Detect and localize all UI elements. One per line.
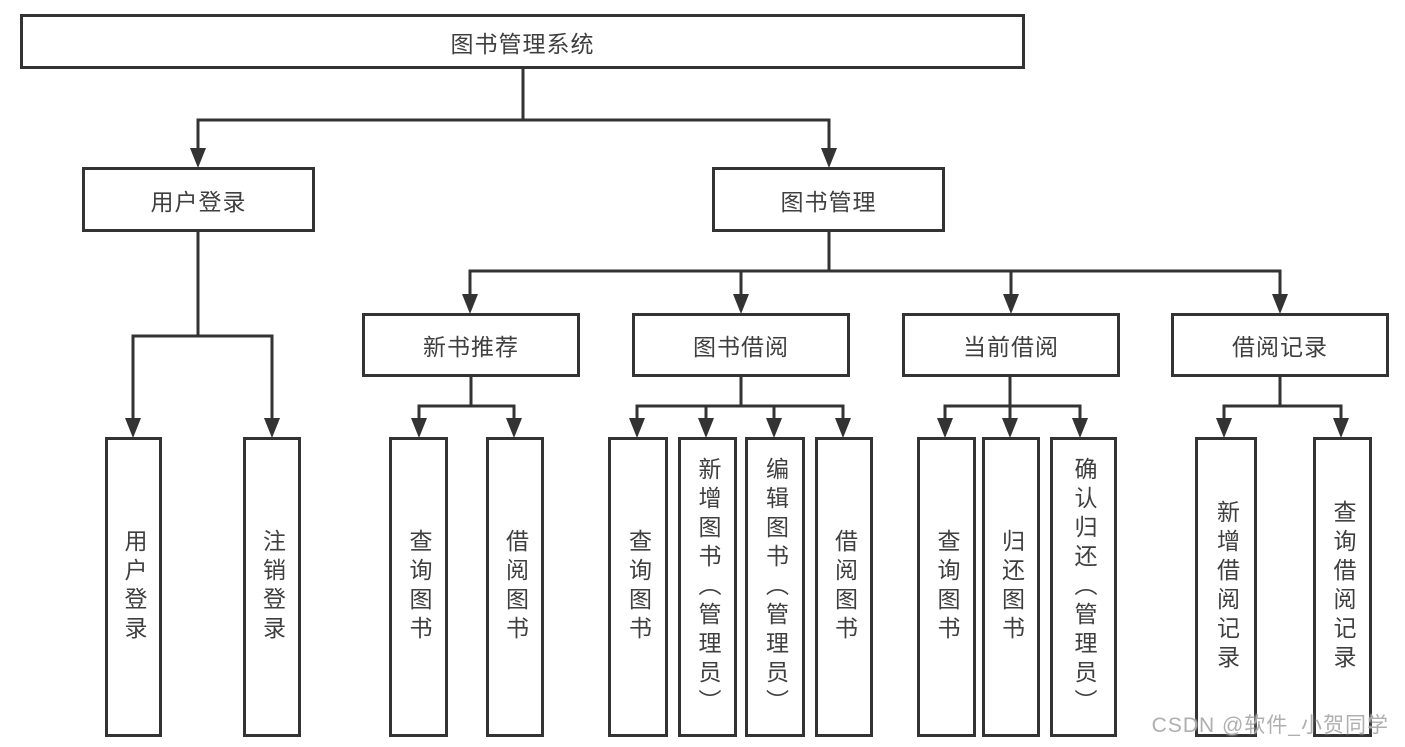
leaf-logout: 注销登录 xyxy=(243,437,301,737)
leaf-user-login-label: 用户登录 xyxy=(121,529,147,645)
leaf-records-add-record: 新增借阅记录 xyxy=(1195,437,1257,737)
node-borrowing-records: 借阅记录 xyxy=(1171,313,1389,377)
leaf-borrow-query-books: 查询图书 xyxy=(608,437,668,737)
node-user-login: 用户登录 xyxy=(82,167,315,232)
csdn-watermark: CSDN @软件_小贺同学 xyxy=(1151,714,1389,737)
leaf-records-add-record-label: 新增借阅记录 xyxy=(1213,500,1240,674)
leaf-current-confirm-return-admin-label: 确认归还（管理员） xyxy=(1071,456,1097,718)
leaf-records-query-record: 查询借阅记录 xyxy=(1313,437,1372,737)
leaf-newbook-borrow-books-label: 借阅图书 xyxy=(502,529,529,645)
node-borrowing-records-label: 借阅记录 xyxy=(1232,334,1328,360)
leaf-logout-label: 注销登录 xyxy=(259,529,286,645)
leaf-borrow-query-books-label: 查询图书 xyxy=(625,529,652,645)
leaf-borrow-add-books-admin-label: 新增图书（管理员） xyxy=(695,456,721,718)
leaf-borrow-add-books-admin: 新增图书（管理员） xyxy=(678,437,737,737)
leaf-newbook-borrow-books: 借阅图书 xyxy=(486,437,544,737)
leaf-records-query-record-label: 查询借阅记录 xyxy=(1330,500,1356,674)
leaf-current-return-books: 归还图书 xyxy=(982,437,1040,737)
node-root-system: 图书管理系统 xyxy=(20,14,1025,69)
node-new-book-recommend: 新书推荐 xyxy=(362,313,580,377)
node-user-login-label: 用户登录 xyxy=(150,188,247,215)
node-book-management: 图书管理 xyxy=(712,167,945,232)
leaf-borrow-borrow-books-label: 借阅图书 xyxy=(831,529,858,645)
leaf-user-login: 用户登录 xyxy=(105,437,162,737)
leaf-current-query-books-label: 查询图书 xyxy=(934,529,960,645)
node-book-borrowing-label: 图书借阅 xyxy=(693,334,789,360)
node-current-borrowing-label: 当前借阅 xyxy=(963,334,1059,360)
leaf-current-query-books: 查询图书 xyxy=(917,437,976,737)
node-book-management-label: 图书管理 xyxy=(780,188,877,215)
leaf-newbook-query-books: 查询图书 xyxy=(389,437,448,737)
node-current-borrowing: 当前借阅 xyxy=(902,313,1120,377)
node-root-label: 图书管理系统 xyxy=(450,30,595,57)
leaf-newbook-query-books-label: 查询图书 xyxy=(406,529,432,645)
leaf-current-confirm-return-admin: 确认归还（管理员） xyxy=(1050,437,1117,737)
leaf-borrow-edit-books-admin-label: 编辑图书（管理员） xyxy=(762,456,789,718)
node-new-book-recommend-label: 新书推荐 xyxy=(423,334,519,360)
leaf-borrow-borrow-books: 借阅图书 xyxy=(815,437,873,737)
node-book-borrowing: 图书借阅 xyxy=(632,313,850,377)
leaf-borrow-edit-books-admin: 编辑图书（管理员） xyxy=(745,437,805,737)
leaf-current-return-books-label: 归还图书 xyxy=(998,529,1025,645)
